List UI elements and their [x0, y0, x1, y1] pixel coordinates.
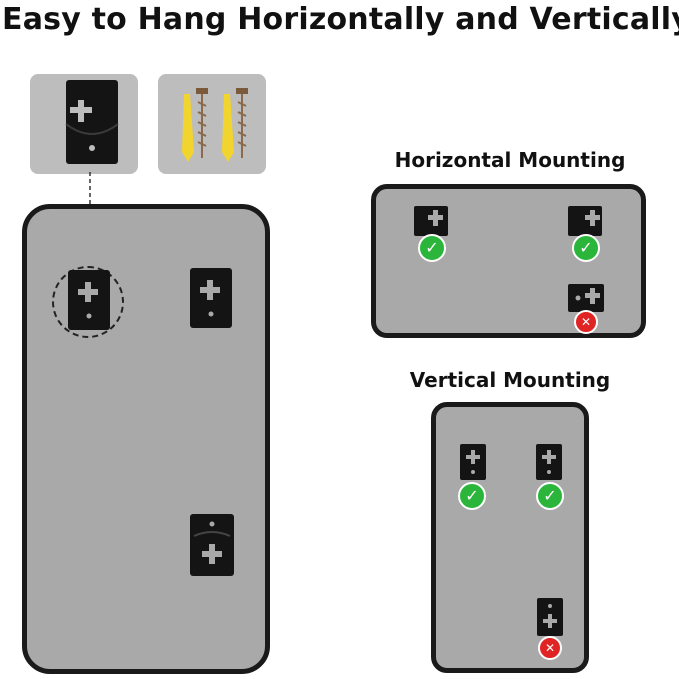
- bracket-icon: [190, 514, 234, 576]
- check-icon: ✓: [536, 482, 564, 510]
- cross-icon: ✕: [574, 310, 598, 334]
- check-icon: ✓: [572, 234, 600, 262]
- horizontal-mirror: [371, 184, 646, 338]
- bracket-icon: [68, 270, 110, 330]
- bracket-icon: [536, 444, 562, 480]
- bracket-icon: [568, 284, 604, 312]
- screws-detail-tile: [158, 74, 266, 174]
- vertical-mirror: [431, 402, 589, 673]
- bracket-icon: [190, 268, 232, 328]
- cross-icon: ✕: [538, 636, 562, 660]
- wall-bracket-icon: [65, 80, 119, 164]
- bracket-icon: [537, 598, 563, 636]
- bracket-icon: [568, 206, 602, 236]
- vertical-mounting-heading: Vertical Mounting: [409, 368, 611, 392]
- check-icon: ✓: [458, 482, 486, 510]
- bracket-highlight-circle: [52, 266, 124, 338]
- bracket-icon: [414, 206, 448, 236]
- bracket-icon: [460, 444, 486, 480]
- horizontal-mounting-heading: Horizontal Mounting: [394, 148, 626, 172]
- page-title: Easy to Hang Horizontally and Vertically: [2, 2, 679, 37]
- screw-anchor-icon: [182, 88, 248, 162]
- bracket-detail-tile: [30, 74, 138, 174]
- large-mirror: [22, 204, 270, 674]
- check-icon: ✓: [418, 234, 446, 262]
